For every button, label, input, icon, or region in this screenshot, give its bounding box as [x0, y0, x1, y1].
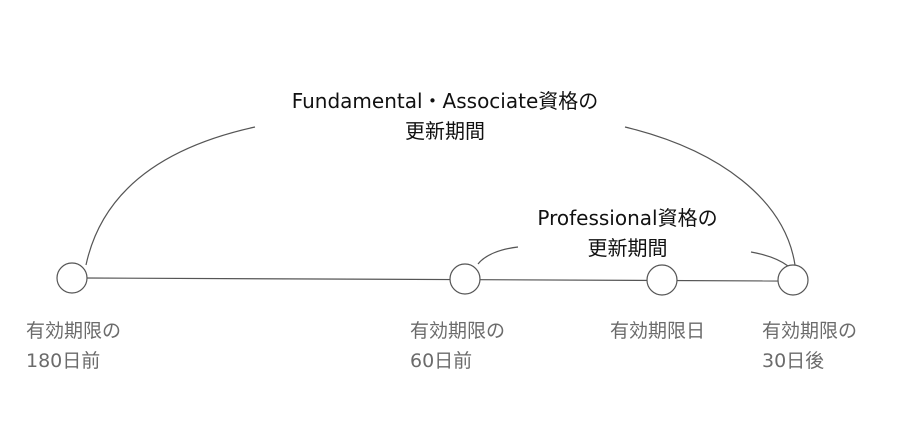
tick-label-180-before-line-2: 180日前	[26, 350, 101, 372]
tick-label-30-after-line-2: 30日後	[762, 350, 825, 372]
professional-period-line-1: Professional資格の	[537, 206, 718, 230]
professional-period-line-2: 更新期間	[587, 236, 668, 260]
fundamental-associate-period-label: Fundamental・Associate資格の 更新期間	[275, 86, 615, 146]
fundamental-bracket-right-arc	[624, 126, 796, 266]
tick-label-30-after-line-1: 有効期限の	[762, 320, 858, 342]
professional-bracket-left-arc	[477, 246, 519, 265]
tick-circle-180-before	[56, 262, 88, 294]
tick-label-60-before-line-2: 60日前	[410, 350, 473, 372]
fundamental-associate-period-line-2: 更新期間	[405, 119, 485, 143]
tick-label-60-before: 有効期限の 60日前	[410, 316, 505, 376]
tick-label-expiry: 有効期限日	[610, 316, 705, 346]
fundamental-associate-period-line-1: Fundamental・Associate資格の	[291, 89, 599, 113]
tick-circle-expiry	[646, 264, 678, 296]
tick-circle-60-before	[449, 263, 481, 295]
tick-label-180-before-line-1: 有効期限の	[26, 320, 122, 342]
tick-label-30-after: 有効期限の 30日後	[762, 316, 857, 376]
tick-circle-30-after	[777, 264, 809, 296]
professional-period-label: Professional資格の 更新期間	[520, 203, 735, 263]
fundamental-bracket-left-arc	[85, 126, 256, 266]
tick-label-60-before-line-1: 有効期限の	[410, 320, 506, 342]
tick-label-expiry-line-1: 有効期限日	[610, 320, 706, 342]
professional-bracket-right-arc	[750, 251, 789, 267]
tick-label-180-before: 有効期限の 180日前	[26, 316, 121, 376]
